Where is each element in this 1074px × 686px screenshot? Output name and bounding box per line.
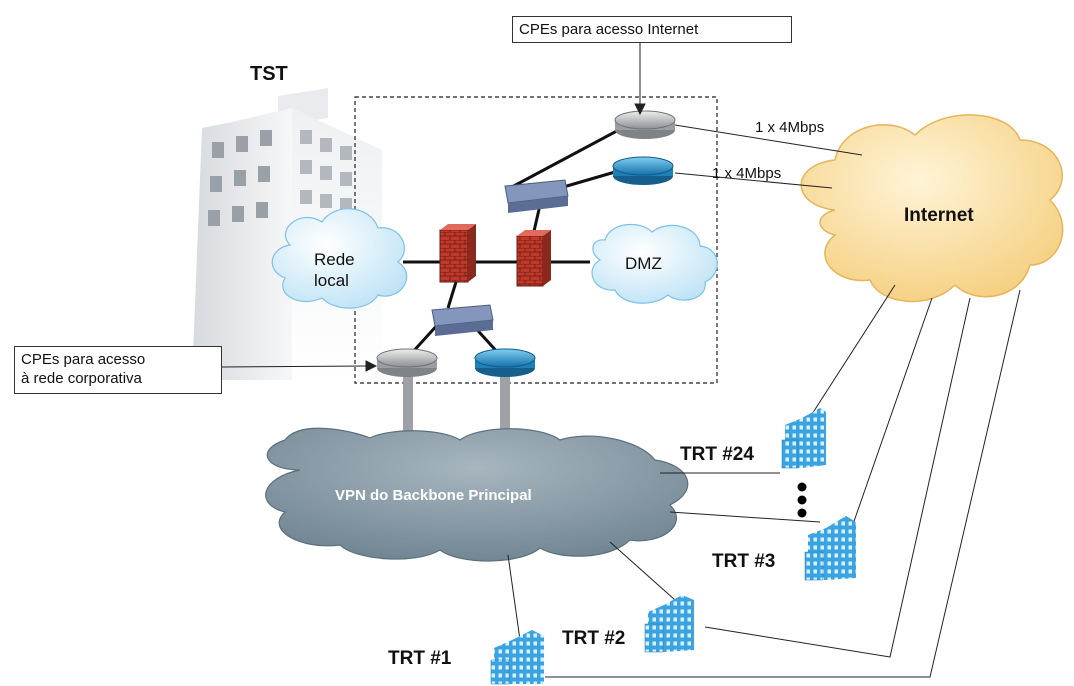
internet-cpe-callout: CPEs para acesso Internet	[512, 16, 792, 43]
more-sites-dots	[797, 482, 807, 518]
vpn-cloud	[265, 427, 689, 562]
lan-cloud	[271, 208, 408, 309]
internet-site-links	[545, 284, 1021, 678]
lan-cloud-label-1: Rede	[314, 250, 355, 269]
dmz-cloud	[591, 223, 718, 304]
site-building-icon	[804, 516, 856, 581]
internet-cloud	[800, 114, 1064, 303]
internet-link-1-label: 1 x 4Mbps	[755, 119, 824, 136]
corporate-cpe-callout: CPEs para acesso à rede corporativa	[14, 346, 222, 394]
vpn-cloud-label: VPN do Backbone Principal	[335, 487, 532, 504]
corporate-cpe-callout-line-1: CPEs para acesso	[21, 351, 146, 368]
router-icon-backbone	[474, 348, 536, 377]
router-icon-corporate	[376, 348, 438, 377]
firewall-icon	[516, 230, 551, 287]
lan-cloud-label-2: local	[314, 271, 349, 290]
tst-building	[192, 88, 382, 380]
internet-cloud-label: Internet	[904, 205, 974, 226]
site-label-trt1: TRT #1	[388, 648, 452, 669]
corporate-cpe-callout-line-2: à rede corporativa	[21, 370, 142, 387]
site-building-icon	[490, 630, 544, 685]
building-label: TST	[250, 63, 288, 85]
internet-links	[674, 124, 863, 189]
callout-arrows	[221, 43, 646, 372]
site-building-icon	[781, 408, 826, 469]
site-building-icon	[644, 595, 694, 653]
switch-icon	[504, 179, 569, 213]
switch-icon	[431, 304, 494, 336]
internet-link-2-label: 1 x 4Mbps	[712, 165, 781, 182]
site-label-trt24: TRT #24	[680, 444, 754, 465]
internet-cpe-callout-text: CPEs para acesso Internet	[519, 21, 699, 38]
site-label-trt3: TRT #3	[712, 551, 775, 572]
router-icon-dmz	[612, 156, 674, 185]
router-icon-internet	[614, 110, 676, 139]
dmz-cloud-label: DMZ	[625, 254, 662, 273]
firewall-icon	[439, 224, 476, 283]
vpn-site-links	[507, 472, 821, 641]
tst-perimeter	[354, 96, 718, 384]
vpn-uplinks	[403, 370, 510, 442]
site-label-trt2: TRT #2	[562, 628, 625, 649]
